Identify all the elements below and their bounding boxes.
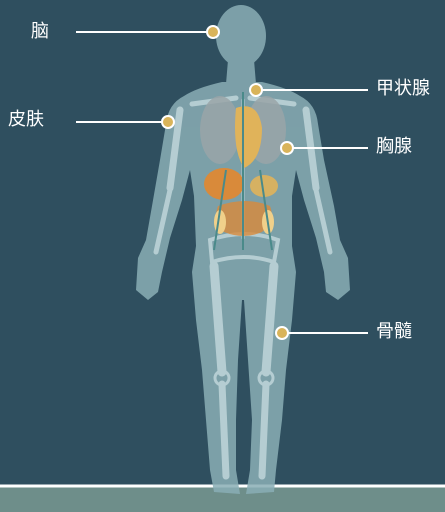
thymus-marker (281, 142, 293, 154)
right-tibia (262, 384, 266, 476)
brain-label: 脑 (31, 22, 49, 42)
brain-marker (207, 26, 219, 38)
thymus-label: 胸腺 (376, 137, 412, 157)
thyroid-marker (250, 84, 262, 96)
left-lung (200, 96, 240, 164)
neck-shape (226, 60, 256, 84)
head-shape (216, 5, 266, 67)
bone-marrow-marker (276, 327, 288, 339)
thyroid-label: 甲状腺 (376, 79, 430, 99)
skin-label: 皮肤 (8, 110, 44, 130)
bone-marrow-label: 骨髓 (376, 322, 412, 342)
skin-marker (162, 116, 174, 128)
left-tibia (222, 384, 226, 476)
